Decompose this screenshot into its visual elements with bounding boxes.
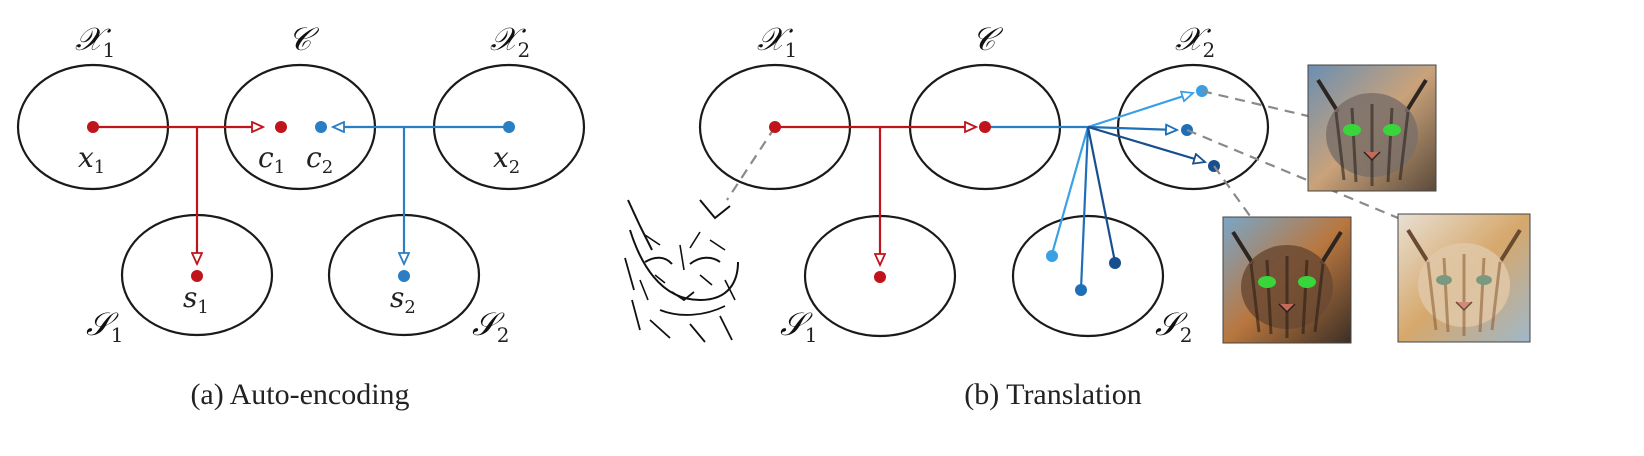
point-s2 [398, 270, 410, 282]
caption-a: (a) Auto-encoding [190, 378, 409, 411]
sketch-connector [726, 126, 776, 201]
output-connector-1 [1201, 89, 1309, 118]
label-style-s1: 𝒮1 [86, 305, 124, 347]
point-s1-b [874, 271, 886, 283]
label-s2: s2 [390, 281, 416, 318]
point-x2 [503, 121, 515, 133]
style-sample-1 [1046, 250, 1058, 262]
label-style-s1-b: 𝒮1 [780, 305, 818, 347]
style-sample-line-2 [1079, 126, 1090, 290]
label-content-space: 𝒞 [288, 20, 320, 58]
translated-cat-image-3 [1397, 213, 1531, 343]
decoder-arrow-2 [1087, 127, 1177, 130]
style-sample-2 [1075, 284, 1087, 296]
point-c1 [275, 121, 287, 133]
label-s1: s1 [183, 281, 209, 318]
label-style-s2: 𝒮2 [472, 305, 510, 347]
label-c2: c2 [306, 141, 333, 178]
panel-b: 𝒳1 𝒞 𝒳2 𝒮1 𝒮2 (b) Translation [620, 20, 1531, 411]
edge-sketch-cat-image [620, 198, 740, 343]
style-sample-line-1 [1050, 126, 1090, 255]
point-c-b [979, 121, 991, 133]
output-connector-3 [1213, 165, 1251, 217]
panel-a: 𝒳1 𝒞 𝒳2 𝒮1 𝒮2 x1 c1 c2 x2 s1 s2 (a) Auto… [16, 20, 586, 411]
point-x1-b [769, 121, 781, 133]
caption-b: (b) Translation [964, 378, 1142, 411]
decoder-arrow-3 [1087, 125, 1205, 162]
label-x2: x2 [493, 141, 520, 178]
style-s2-ellipse-b [1011, 214, 1165, 338]
label-domain-x2-b: 𝒳2 [1175, 20, 1215, 62]
label-content-space-b: 𝒞 [972, 20, 1004, 58]
output-connector-2 [1186, 128, 1399, 220]
point-x1 [87, 121, 99, 133]
style-sample-3 [1109, 257, 1121, 269]
label-x1: x1 [78, 141, 105, 178]
style-sample-line-3 [1086, 126, 1117, 263]
label-c1: c1 [258, 141, 285, 178]
label-domain-x1: 𝒳1 [75, 20, 115, 62]
translated-cat-image-1 [1307, 64, 1437, 192]
label-domain-x2: 𝒳2 [490, 20, 530, 62]
label-style-s2-b: 𝒮2 [1155, 305, 1193, 347]
translated-cat-image-2 [1222, 216, 1352, 344]
label-domain-x1-b: 𝒳1 [757, 20, 797, 62]
point-s1 [191, 270, 203, 282]
point-c2 [315, 121, 327, 133]
decoder-arrow-1 [1087, 93, 1193, 129]
domain-x2-ellipse-b [1116, 63, 1270, 191]
